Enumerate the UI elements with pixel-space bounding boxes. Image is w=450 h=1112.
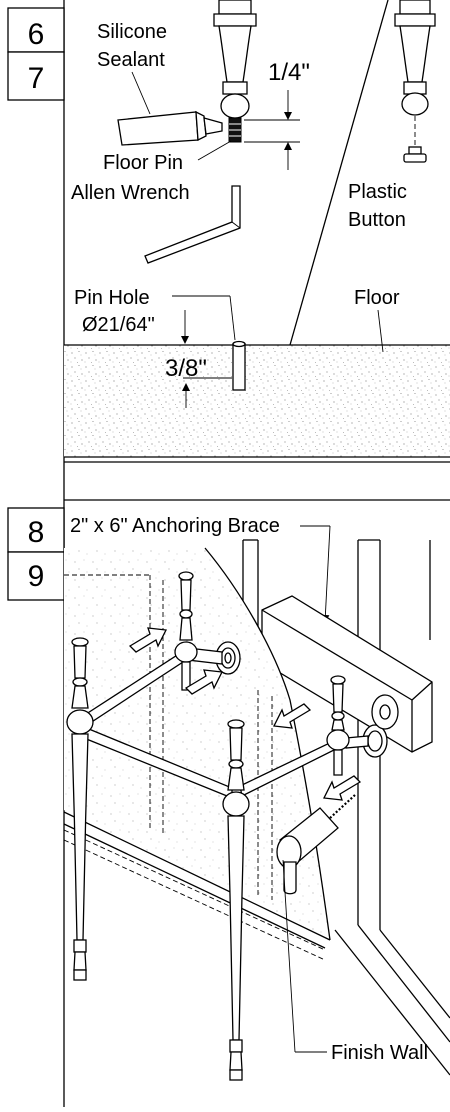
step-number: 9 bbox=[28, 560, 45, 593]
anchoring-brace-label: 2" x 6" Anchoring Brace bbox=[70, 515, 280, 537]
floor-label: Floor bbox=[354, 287, 400, 309]
floor-pin bbox=[232, 340, 246, 391]
wall-edge-line bbox=[289, 0, 389, 346]
step-box-9: 9 bbox=[7, 551, 65, 601]
direction-arrows bbox=[128, 627, 362, 801]
pin-hole-label: Pin Hole bbox=[74, 287, 150, 309]
pin-hole-diameter-label: Ø21/64" bbox=[82, 314, 155, 336]
leg-front-middle bbox=[222, 719, 250, 1081]
hole-depth-dimension bbox=[182, 377, 232, 408]
step-number: 7 bbox=[28, 62, 45, 95]
pin-length-label: 1/4" bbox=[268, 59, 310, 86]
hole-depth-label: 3/8" bbox=[165, 355, 207, 382]
towel-bar-bracket bbox=[276, 794, 356, 895]
plastic-button-label: Button bbox=[348, 209, 406, 231]
step-box-7: 7 bbox=[7, 51, 65, 101]
floor-slab bbox=[64, 344, 450, 458]
silicone-sealant-tube bbox=[117, 110, 223, 146]
wall-flange-left bbox=[215, 641, 241, 675]
leg-back-right bbox=[326, 675, 350, 776]
leg-bottom-left-detail bbox=[213, 0, 257, 143]
plastic-button-label: Plastic bbox=[348, 181, 407, 203]
finish-wall bbox=[63, 547, 450, 1076]
allen-wrench-label: Allen Wrench bbox=[71, 182, 190, 204]
step-number: 8 bbox=[28, 516, 45, 549]
finish-wall-label: Finish Wall bbox=[331, 1042, 428, 1064]
step-box-6: 6 bbox=[7, 7, 65, 53]
plastic-button bbox=[403, 146, 427, 163]
floor-pin-label: Floor Pin bbox=[103, 152, 183, 174]
leg-back-left bbox=[174, 571, 198, 691]
silicone-sealant-label: Sealant bbox=[97, 49, 165, 71]
leg-front-left bbox=[66, 637, 94, 981]
wall-flange-right bbox=[362, 694, 399, 758]
pin-hole-callout bbox=[172, 295, 236, 344]
step-box-8: 8 bbox=[7, 507, 65, 553]
hidden-lines bbox=[63, 574, 326, 961]
pin-length-dimension bbox=[244, 90, 300, 170]
leg-bottom-right-detail bbox=[394, 0, 436, 145]
allen-wrench bbox=[144, 185, 241, 264]
silicone-sealant-label: Silicone bbox=[97, 21, 167, 43]
step-number: 6 bbox=[28, 18, 45, 51]
